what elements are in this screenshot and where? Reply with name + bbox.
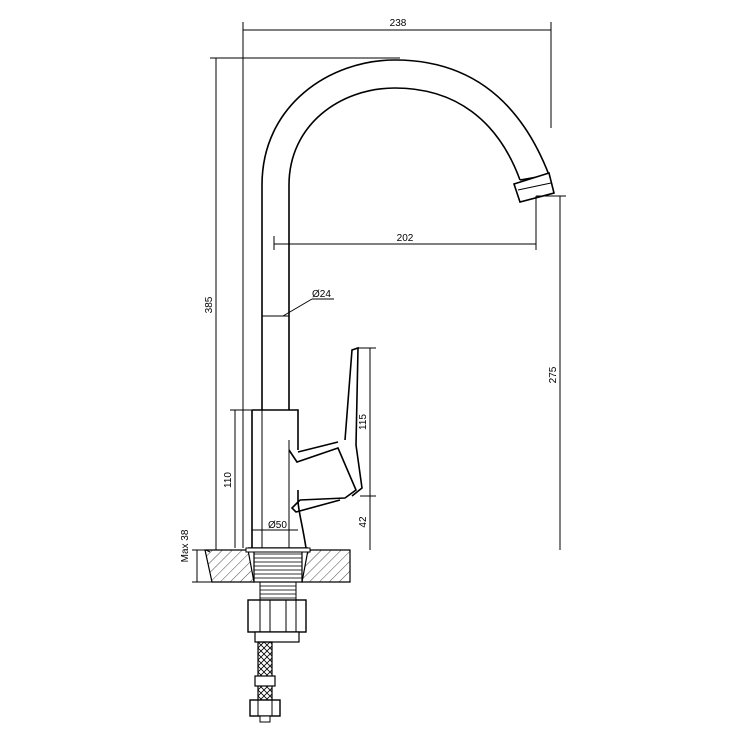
dimension-label-115: 115 bbox=[358, 414, 369, 430]
flexible-hose bbox=[249, 641, 281, 723]
dimension-max-deck-thickness: Max 38 bbox=[180, 529, 212, 583]
dimension-label-275: 275 bbox=[548, 366, 559, 383]
lever-handle bbox=[288, 346, 363, 513]
dimension-label-max38: Max 38 bbox=[180, 529, 191, 562]
dimension-label-42: 42 bbox=[358, 516, 369, 528]
dimension-label-d50: Ø50 bbox=[268, 520, 287, 531]
mounting-nut bbox=[247, 599, 307, 643]
dimension-lever-height: 115 42 bbox=[356, 347, 376, 550]
threaded-shank bbox=[245, 547, 311, 601]
dimension-spout-reach: 202 bbox=[273, 196, 537, 250]
dimension-total-width: 238 bbox=[242, 18, 552, 548]
dimension-label-385: 385 bbox=[204, 296, 215, 313]
dimension-spout-height: 275 bbox=[536, 195, 566, 550]
dimension-spout-diameter: Ø24 bbox=[262, 289, 334, 317]
dimension-total-height: 385 bbox=[204, 57, 400, 550]
dimension-label-202: 202 bbox=[397, 233, 414, 244]
dimension-base-diameter: Ø50 bbox=[252, 520, 298, 531]
dimension-label-238: 238 bbox=[390, 18, 407, 29]
dimension-label-110: 110 bbox=[223, 472, 234, 488]
dimension-label-d24: Ø24 bbox=[312, 289, 331, 300]
spout bbox=[261, 59, 555, 410]
